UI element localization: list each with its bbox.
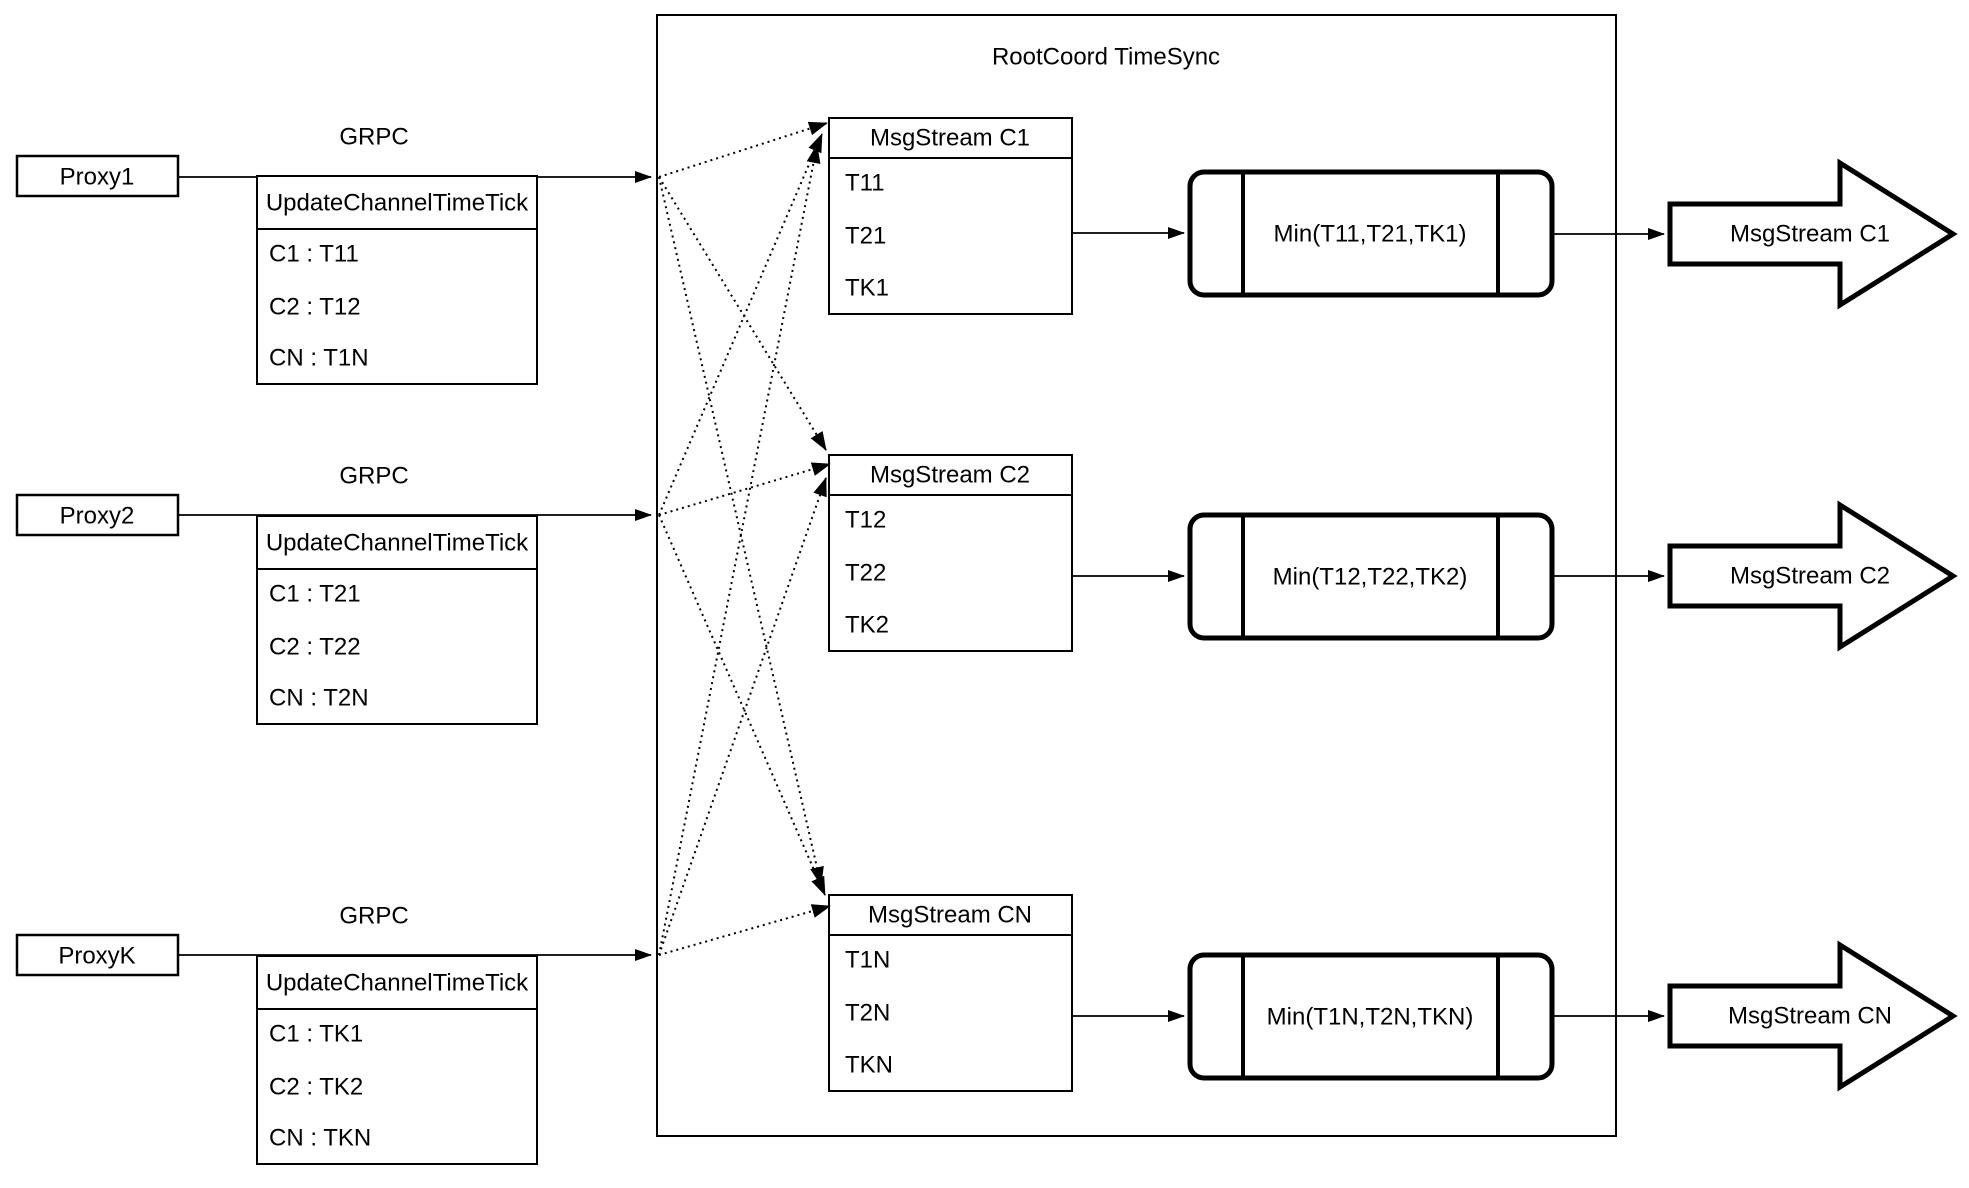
update-table-border [256, 515, 538, 725]
msgstream-table-header: MsgStream C2 [870, 462, 1030, 489]
proxy-label: Proxy2 [60, 503, 135, 530]
update-table-entry: C1 : T11 [269, 241, 359, 268]
min-box: Min(T12,T22,TK2) [1187, 512, 1555, 641]
output-arrow-label: MsgStream CN [1728, 1003, 1892, 1030]
update-table-border [256, 955, 538, 1165]
output-arrow-shape [1667, 158, 1958, 310]
proxy-label: Proxy1 [60, 164, 135, 191]
proxy-box [15, 154, 180, 198]
proxy-row-3: ProxyK GRPC UpdateChannelTimeTick C1 : T… [15, 894, 1958, 1165]
dotted-broadcast-line [658, 176, 824, 886]
msgstream-table: MsgStream CN T1N T2N TKN [828, 894, 1073, 1092]
update-table-header: UpdateChannelTimeTick [266, 190, 529, 217]
update-table-entry: C2 : T12 [269, 294, 361, 321]
msgstream-table-border [828, 894, 1073, 1092]
update-table-entry: C2 : TK2 [269, 1074, 363, 1101]
msgstream-table-entry: T22 [845, 560, 886, 587]
grpc-label: GRPC [339, 903, 408, 930]
msgstream-table-entry: TK2 [845, 612, 889, 639]
update-table-entry: CN : T1N [269, 345, 369, 372]
proxy-box [15, 493, 180, 537]
msgstream-table-entry: T12 [845, 507, 886, 534]
output-arrow-label: MsgStream C2 [1730, 563, 1890, 590]
update-timetick-table: UpdateChannelTimeTick C1 : T11 C2 : T12 … [256, 175, 538, 385]
msgstream-table-entry: T1N [845, 947, 890, 974]
diagram-title: RootCoord TimeSync [992, 44, 1220, 71]
msgstream-table-entry: T11 [845, 170, 885, 197]
output-arrow-shape [1667, 500, 1958, 652]
proxy-row-2: Proxy2 GRPC UpdateChannelTimeTick C1 : T… [15, 454, 1958, 725]
proxy-label: ProxyK [58, 943, 135, 970]
grpc-label: GRPC [339, 463, 408, 490]
update-table-entry: C1 : T21 [269, 581, 361, 608]
msgstream-table-border [828, 117, 1073, 315]
update-table-header: UpdateChannelTimeTick [266, 530, 529, 557]
min-box-label: Min(T12,T22,TK2) [1273, 564, 1468, 591]
output-arrow: MsgStream CN [1667, 940, 1958, 1092]
output-arrow-shape [1667, 940, 1958, 1092]
update-timetick-table: UpdateChannelTimeTick C1 : TK1 C2 : TK2 … [256, 955, 538, 1165]
msgstream-table-entry: T2N [845, 1000, 890, 1027]
update-table-entry: CN : T2N [269, 685, 369, 712]
update-table-entry: C1 : TK1 [269, 1021, 363, 1048]
msgstream-table-header: MsgStream CN [868, 902, 1032, 929]
output-arrow: MsgStream C1 [1667, 158, 1958, 310]
proxy-box [15, 933, 180, 977]
msgstream-table-header: MsgStream C1 [870, 125, 1030, 152]
min-box: Min(T11,T21,TK1) [1187, 169, 1555, 298]
update-table-header: UpdateChannelTimeTick [266, 970, 529, 997]
msgstream-table-entry: TK1 [845, 275, 889, 302]
msgstream-table-entry: T21 [845, 223, 886, 250]
msgstream-table-entry: TKN [845, 1052, 893, 1079]
update-table-entry: CN : TKN [269, 1125, 371, 1152]
update-table-border [256, 175, 538, 385]
proxy-row-1: Proxy1 GRPC UpdateChannelTimeTick C1 : T… [15, 117, 1958, 385]
grpc-label: GRPC [339, 124, 408, 151]
update-timetick-table: UpdateChannelTimeTick C1 : T21 C2 : T22 … [256, 515, 538, 725]
msgstream-table: MsgStream C2 T12 T22 TK2 [828, 454, 1073, 652]
broadcast-links [658, 121, 831, 956]
min-box: Min(T1N,T2N,TKN) [1187, 952, 1555, 1081]
msgstream-table: MsgStream C1 T11 T21 TK1 [828, 117, 1073, 315]
output-arrow-label: MsgStream C1 [1730, 221, 1890, 248]
update-table-entry: C2 : T22 [269, 634, 361, 661]
msgstream-table-border [828, 454, 1073, 652]
min-box-label: Min(T11,T21,TK1) [1274, 221, 1467, 248]
output-arrow: MsgStream C2 [1667, 500, 1958, 652]
dotted-broadcast-line [658, 477, 827, 956]
min-box-label: Min(T1N,T2N,TKN) [1267, 1004, 1474, 1031]
